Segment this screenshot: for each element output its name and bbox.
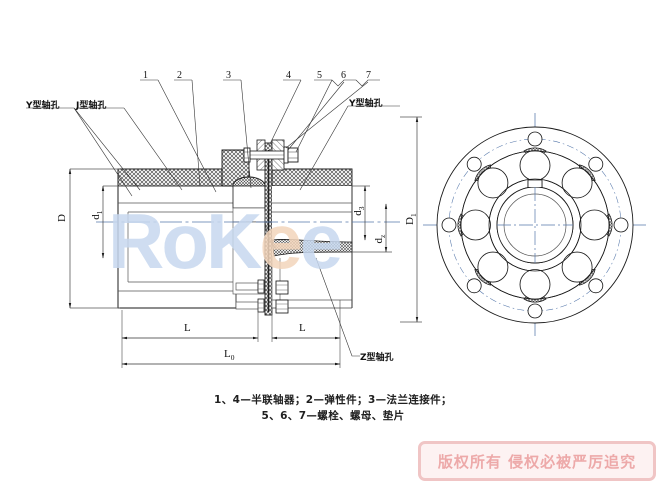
annotation-y-bore-right: Y型轴孔: [349, 99, 383, 109]
dimension-d1: d1: [89, 210, 105, 220]
callout-4: 4: [286, 70, 291, 81]
bolt-assembly-bottom: [235, 279, 289, 314]
bolt-holes: [441, 131, 629, 319]
dimension-lines: [68, 116, 422, 368]
bolt-assembly-top: [243, 139, 299, 171]
caption-line-1: 1、4—半联轴器；2—弹性件；3—法兰连接件；: [214, 394, 452, 406]
dimension-D1: D1: [403, 213, 419, 225]
dimension-L-left: L: [184, 322, 191, 334]
end-view: [423, 113, 647, 337]
figure-caption: 1、4—半联轴器；2—弹性件；3—法兰连接件； 5、6、7—螺栓、螺母、垫片: [0, 392, 666, 424]
callout-3: 3: [226, 70, 231, 81]
copyright-text: 版权所有 侵权必被严厉追究: [437, 452, 637, 471]
dimension-L-right: L: [299, 322, 306, 334]
callout-5: 5: [317, 70, 322, 81]
annotation-y-bore-left: Y型轴孔: [26, 101, 60, 111]
callout-2: 2: [177, 70, 182, 81]
callout-1: 1: [143, 70, 148, 81]
caption-line-2: 5、6、7—螺栓、螺母、垫片: [261, 410, 405, 422]
callout-6: 6: [341, 70, 346, 81]
elastic-element: [232, 176, 266, 295]
left-hub-outline: [117, 168, 237, 309]
pin-holes: [460, 150, 610, 300]
annotation-j-bore-left: J型轴孔: [76, 101, 107, 111]
annotation-leaders: [26, 105, 400, 357]
dimension-d3: d3: [351, 206, 367, 216]
copyright-banner: 版权所有 侵权必被严厉追究: [418, 441, 656, 481]
dimension-D: D: [56, 214, 68, 222]
callout-7: 7: [366, 70, 371, 81]
annotation-z-bore: Z型轴孔: [360, 353, 394, 363]
dimension-dz: dz: [372, 234, 388, 244]
callout-leaders: [140, 79, 380, 193]
dimension-L0: L0: [224, 348, 235, 363]
